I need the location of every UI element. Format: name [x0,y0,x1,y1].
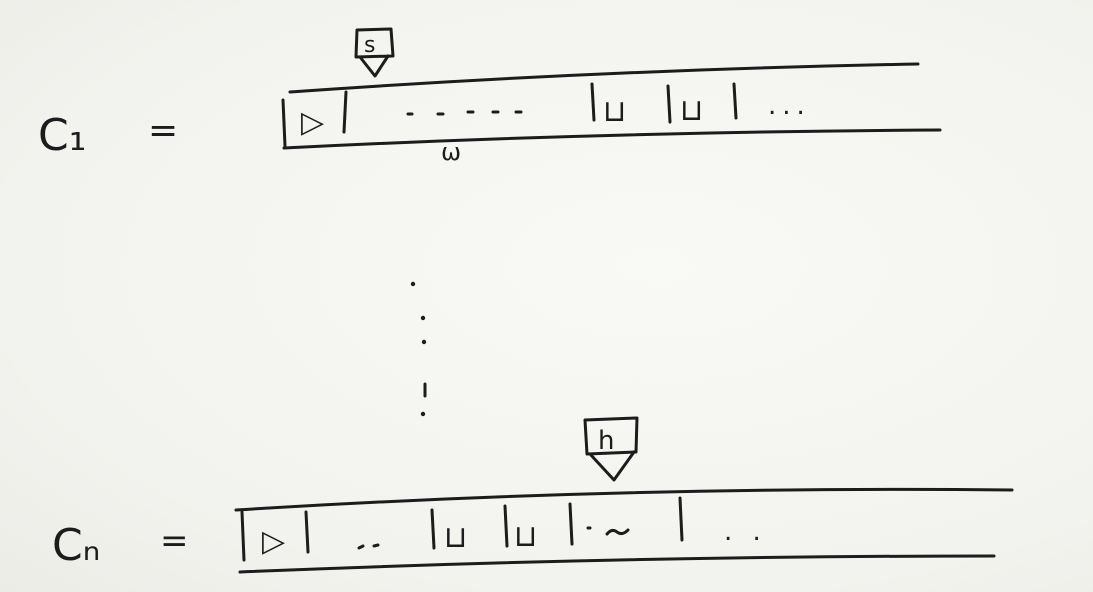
config-last: Cₙ = h ▷ ⊔ ⊔ . . [52,416,1014,574]
config-first: C₁ = s ▷ ⊔ ⊔ ... ω [38,27,942,166]
head-last-pointer [588,450,636,482]
tape-last-ellipsis: . . [724,517,767,547]
vertical-ellipsis [410,281,427,417]
tape-last-blank-2: ⊔ [514,519,537,554]
cell-divider [666,84,672,124]
input-label: ω [441,138,461,166]
state-box-first [354,27,395,59]
tape-last-start-symbol: ▷ [262,524,285,559]
tape-first-blank-2: ⊔ [680,93,703,128]
cell-divider [304,510,310,554]
tape-first-top-edge [288,62,920,94]
head-last: h [583,416,639,482]
cell-divider [342,90,348,134]
cell-divider [568,502,574,546]
config-last-label: Cₙ [52,520,100,571]
tape-last-bottom-edge [238,554,996,574]
tape-last-dashes [357,543,380,550]
tape-last-top-edge [234,487,1014,512]
cell-divider [430,508,436,550]
tape-first-left-end [281,98,287,148]
cell-divider [503,504,509,548]
tape-first-start-symbol: ▷ [301,105,324,140]
config-first-equals: = [148,110,178,151]
cell-divider [678,496,684,542]
config-first-label: C₁ [38,110,86,161]
tape-last-blank-1: ⊔ [444,520,467,555]
tape-first-dashes [406,110,523,116]
head-first-pointer [358,54,390,78]
state-last-label: h [598,426,614,456]
state-box-last [583,416,639,456]
head-first: s [354,27,395,78]
tape-last-left-end [240,510,246,562]
tape-first-ellipsis: ... [768,91,811,121]
cell-divider [590,82,596,122]
state-first-label: s [364,33,375,58]
config-last-equals: = [160,521,189,561]
tape-first-blank-1: ⊔ [603,94,626,129]
tape-last-squiggle [586,526,630,536]
cell-divider [732,82,738,120]
tape-first-bottom-edge [282,128,942,150]
